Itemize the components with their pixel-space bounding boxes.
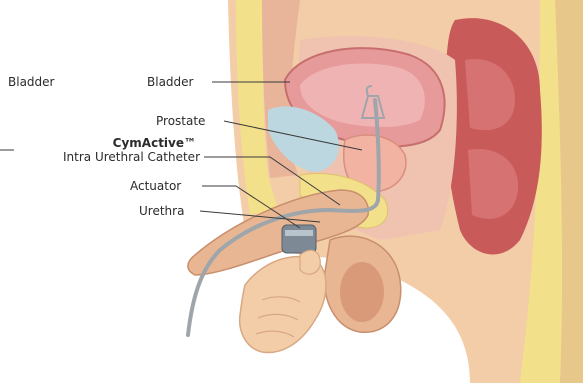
label-bladder: Bladder xyxy=(147,75,193,89)
label-urethra: Urethra xyxy=(139,204,184,218)
label-prostate: Prostate xyxy=(156,114,205,128)
thumb xyxy=(300,250,320,274)
label-catheter-brand: CymActive™ xyxy=(58,136,196,150)
actuator-device xyxy=(282,225,316,253)
actuator-band xyxy=(285,230,313,236)
testis xyxy=(340,262,384,322)
label-bladder-left: Bladder xyxy=(8,75,54,89)
label-actuator: Actuator xyxy=(130,179,181,193)
bowel xyxy=(444,18,542,254)
label-catheter-name: Intra Urethral Catheter xyxy=(10,150,200,164)
